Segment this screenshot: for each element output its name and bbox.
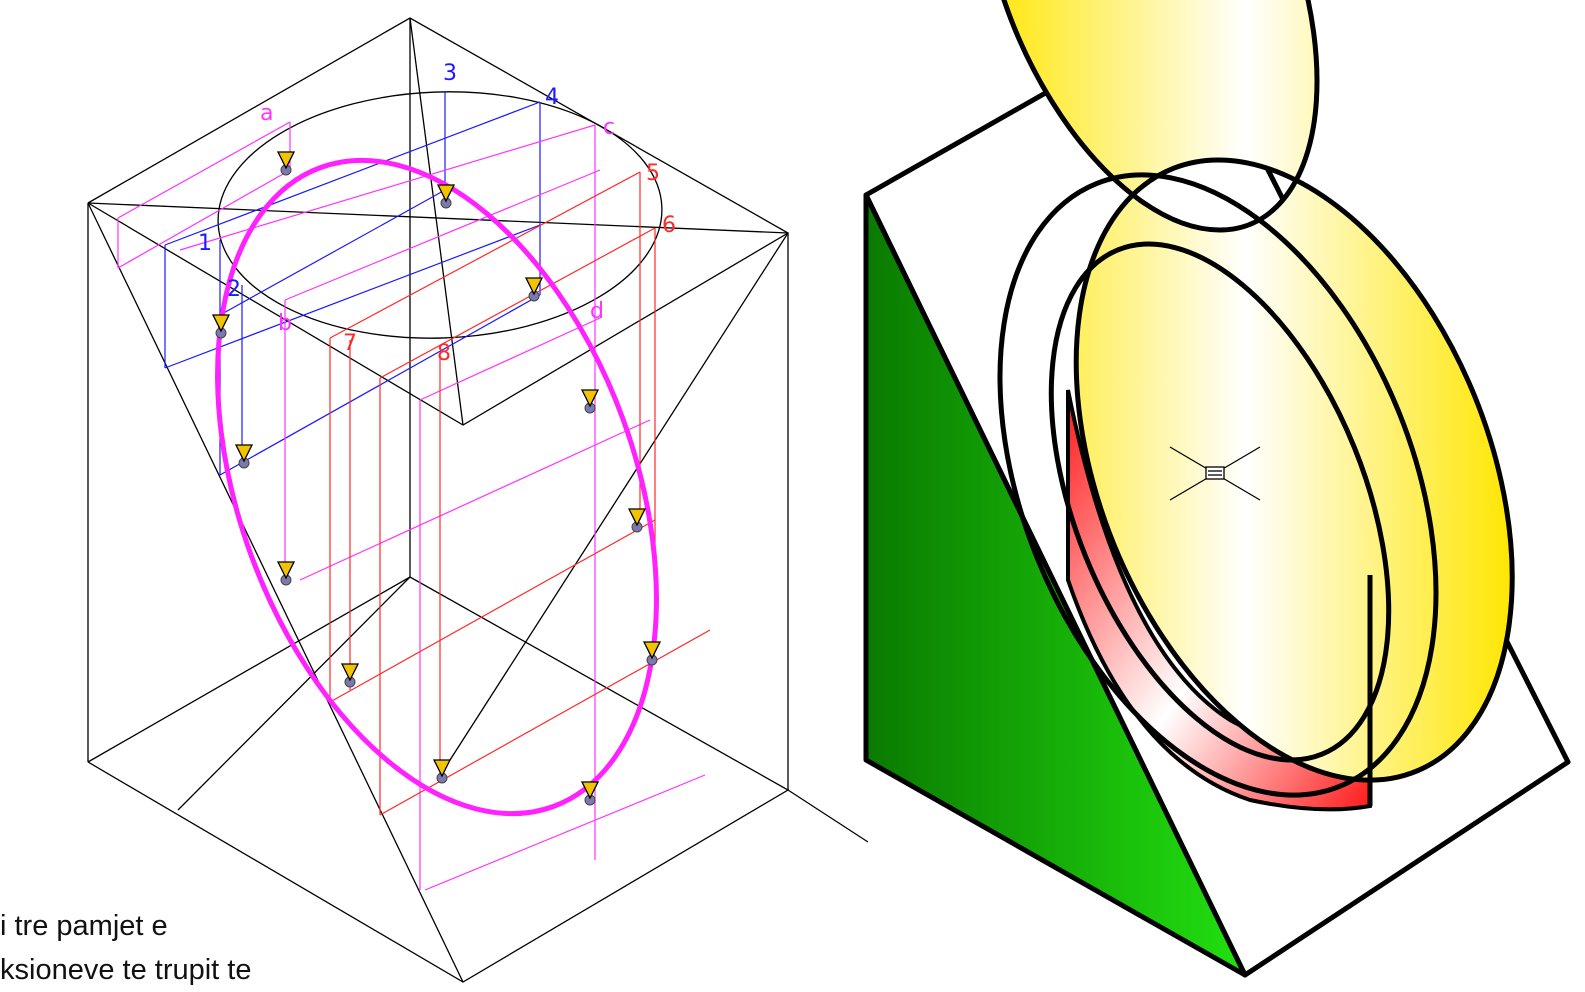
triangle-marker-icon [276, 151, 296, 176]
triangle-marker-icon [627, 508, 647, 533]
ring-outer-edge [997, 172, 1439, 798]
label-c: c [603, 115, 615, 140]
construction-drawing: 1 2 3 4 5 6 7 8 a b c d [87, 17, 869, 983]
triangle-marker-icon [580, 389, 600, 414]
triangle-marker-icon [234, 444, 254, 469]
caption-text: i tre pamjet e ksionevе te trupit te [0, 904, 251, 992]
ring-inner-edge [1048, 241, 1392, 763]
magenta-projection-lines [117, 121, 706, 891]
triangle-marker-icon [642, 641, 662, 666]
label-2: 2 [227, 277, 241, 302]
label-3: 3 [443, 61, 457, 86]
label-6: 6 [662, 213, 676, 238]
triangle-marker-icon [432, 759, 452, 784]
triangle-marker-icon [580, 781, 600, 806]
triangle-marker-icon [276, 561, 296, 586]
section-point-markers [211, 151, 662, 806]
label-4: 4 [545, 85, 559, 110]
label-d: d [590, 299, 604, 324]
red-projection-lines [329, 171, 711, 816]
triangle-marker-icon [211, 314, 231, 339]
section-ellipse [215, 157, 659, 817]
label-8: 8 [437, 341, 451, 366]
label-b: b [278, 311, 292, 336]
label-5: 5 [646, 161, 660, 186]
triangle-marker-icon [340, 663, 360, 688]
triangle-marker-icon [436, 184, 456, 209]
label-1: 1 [198, 231, 212, 256]
ring-face [1001, 0, 1515, 783]
solid-side-face [863, 192, 1248, 978]
triangle-marker-icon [524, 277, 544, 302]
rendered-solid [863, 0, 1571, 978]
point-labels: 1 2 3 4 5 6 7 8 a b c d [198, 61, 676, 366]
label-7: 7 [343, 331, 357, 356]
construction-lines [87, 17, 869, 983]
caption-line-1: i tre pamjet e [0, 910, 168, 942]
crosshair-icon [1169, 446, 1261, 501]
label-a: a [260, 101, 273, 126]
caption-line-2: ksionevе te trupit te [0, 954, 252, 986]
